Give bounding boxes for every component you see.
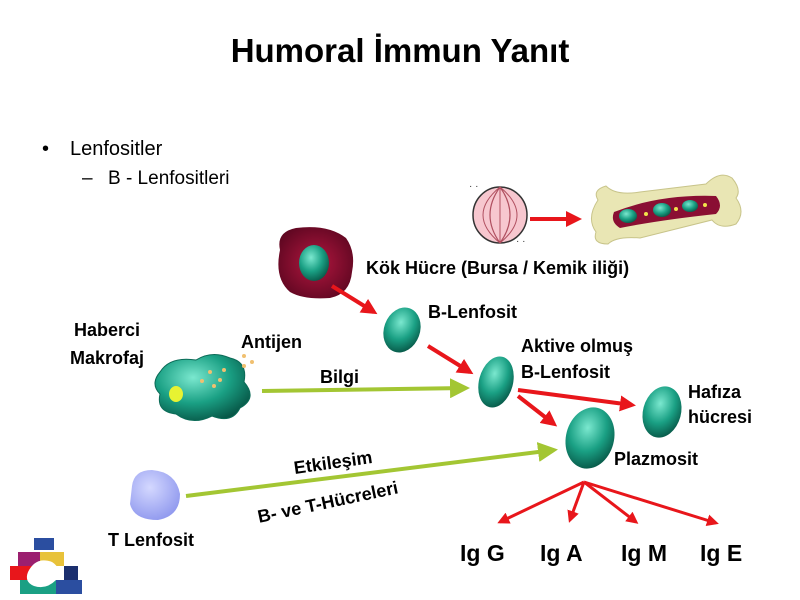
subbullet-text: B - Lenfositleri: [108, 168, 230, 189]
subbullet-b-lenfositleri: –B - Lenfositleri: [82, 168, 229, 190]
subbullet-marker: –: [82, 168, 93, 189]
slide-logo-icon: [10, 538, 82, 594]
bone-marrow-icon: [591, 174, 742, 245]
bursa-organ-icon: · · · ·: [469, 181, 528, 247]
label-activated-line2: B-Lenfosit: [521, 362, 610, 382]
label-memory-line1: Hafıza: [688, 382, 742, 402]
label-activated-line1: Aktive olmuş: [521, 336, 634, 356]
bullet-marker: •: [42, 138, 50, 160]
label-ig-a: Ig A: [540, 540, 583, 566]
label-b-cell: B-Lenfosit: [428, 302, 517, 322]
label-plasma: Plazmosit: [614, 449, 699, 469]
label-ig-m: Ig M: [621, 540, 667, 566]
label-macrophage-line2: Makrofaj: [70, 348, 145, 368]
label-memory-line2: hücresi: [688, 407, 753, 427]
svg-text:· ·: · ·: [469, 181, 478, 192]
b-cell-icon: [383, 307, 421, 353]
label-antigen: Antijen: [241, 332, 302, 352]
svg-text:· ·: · ·: [516, 236, 525, 247]
activated-b-cell-icon: [478, 356, 514, 408]
slide-title: Humoral İmmun Yanıt: [230, 32, 570, 69]
stem-cell-icon: [278, 227, 354, 299]
macrophage-icon: [154, 354, 251, 421]
t-cell-icon: [130, 470, 180, 520]
label-ig-e: Ig E: [700, 540, 743, 566]
label-info: Bilgi: [320, 367, 359, 387]
memory-cell-icon: [642, 386, 682, 438]
arrow-info-green: [261, 378, 470, 399]
label-macrophage-line1: Haberci: [74, 320, 141, 340]
bullet-lenfositler: • Lenfositler: [42, 138, 162, 161]
bullet-text: Lenfositler: [70, 138, 163, 160]
arrow-bcell-to-activated: [426, 344, 474, 375]
label-t-cell: T Lenfosit: [108, 530, 194, 550]
arrow-interaction-green: [185, 442, 558, 498]
antigen-dots: [242, 354, 254, 368]
label-stem-cell: Kök Hücre (Bursa / Kemik iliği): [366, 258, 630, 278]
arrow-to-memory: [517, 388, 636, 412]
arrow-stem-to-bcell: [330, 284, 378, 315]
plasma-cell-icon: [565, 407, 615, 469]
arrow-to-plasma: [516, 394, 558, 427]
label-ig-g: Ig G: [460, 540, 505, 566]
antibody-arrows: [497, 480, 719, 527]
